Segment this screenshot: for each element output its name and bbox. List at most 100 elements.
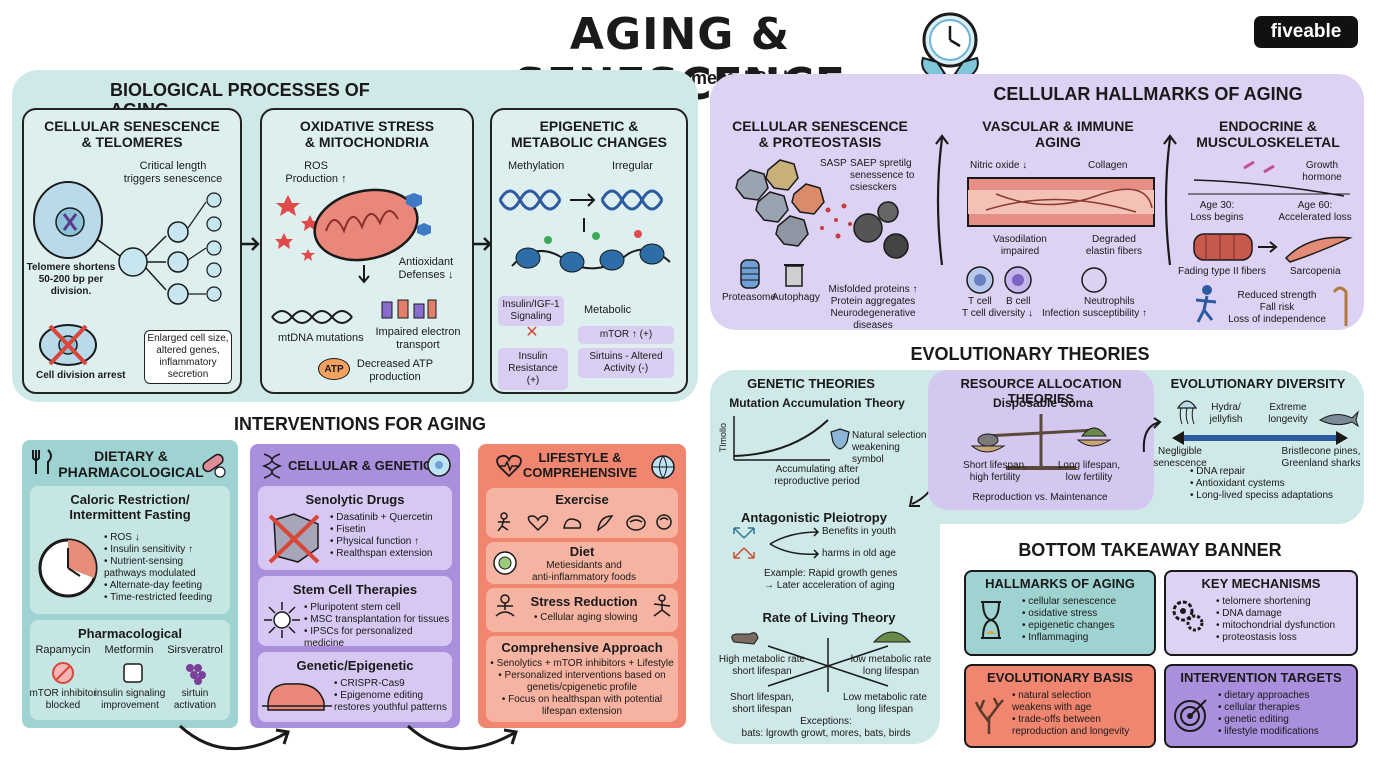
mechanism-item: telomere shortening [1216, 596, 1356, 608]
target-item: lifestyle modifications [1218, 726, 1356, 738]
arrested-cell-icon [39, 324, 97, 366]
key-mechanisms-title: KEY MECHANISMS [1201, 576, 1321, 591]
immune-cells-icon [966, 266, 1107, 294]
drug-icons [52, 662, 206, 685]
muscle-fiber-icon [1193, 233, 1353, 263]
antioxidant-label: Antioxidant Defenses ↓ [398, 256, 454, 281]
harms-old-age-label: harms in old age [822, 548, 896, 559]
hallmarks-item: Inflammaging [1022, 632, 1152, 644]
rapamycin-label: Rapamycin [35, 644, 91, 656]
senolytic-item: Realthspan extension [330, 548, 450, 560]
decreased-atp-label: Decreased ATP production [356, 358, 434, 383]
sirtuins-chip: Sirtuins - Altered Activity (-) [578, 348, 674, 378]
cr-item: Insulin sensitivity ↑ [104, 544, 230, 556]
comprehensive-item: Focus on healthspan with potential lifes… [488, 694, 676, 718]
bowl-icon [493, 551, 517, 575]
mtdna-helix-icon [271, 310, 353, 324]
mutation-accumulation-title: Mutation Accumulation Theory [729, 396, 905, 410]
target-icon [1174, 699, 1207, 732]
enlarged-cell-label: Enlarged cell size, altered genes, infla… [144, 330, 232, 384]
mitochondria-icon [275, 188, 431, 284]
hallmarks-item: epigenetic changes [1022, 620, 1152, 632]
insulin-signaling-chip: Insulin/IGF-1 Signaling [498, 296, 564, 326]
mechanism-item: mitochondrial dysfunction [1216, 620, 1356, 632]
short-fertility-label: Short lifespan, high fertility [963, 460, 1027, 483]
natural-selection-label: Natural selection weakening symbol [852, 430, 927, 465]
meditation-icon [495, 594, 515, 617]
collagen-label: Collagen [1088, 160, 1128, 171]
negligible-label: Negligible senescence [1153, 446, 1207, 469]
flow-arrow [178, 724, 290, 750]
senolytic-title: Senolytic Drugs [305, 492, 405, 507]
proteostasis-title: CELLULAR SENESCENCE & PROTEOSTASIS [732, 118, 908, 150]
senolytic-item: Physical function ↑ [330, 536, 450, 548]
age60-label: Age 60: Accelerated loss [1278, 200, 1352, 223]
ros-production-label: ROS Production ↑ [285, 160, 347, 185]
balance-scale-icon [970, 414, 1112, 470]
senolytic-list: Dasatinib + Quercetin Fisetin Physical f… [330, 512, 450, 560]
cr-item: Alternate-day feeting [104, 580, 230, 592]
cell-division-diagram [33, 181, 222, 305]
intervention-targets-title: INTERVENTION TARGETS [1180, 670, 1342, 685]
exceptions-label: Exceptions: bats: lgrowth growt, mores, … [741, 716, 911, 739]
low-long-label: Low metabolic rate long lifespan [843, 692, 927, 715]
hallmarks-item: osidative stress [1022, 608, 1152, 620]
inhibit-icon: ✕ [525, 324, 539, 341]
flow-arrow [242, 237, 260, 251]
stem-cell-item: MSC transplantation for tissues [304, 614, 454, 626]
diet-title: Diet [569, 544, 595, 559]
rate-of-living-graph [731, 631, 912, 692]
neutrophils-label: Neutrophils [1084, 296, 1135, 307]
example-label: Example: Rapid growth genes → Later acce… [764, 568, 898, 591]
shield-icon [830, 428, 850, 450]
cr-item: Time-restricted feeding [104, 592, 230, 604]
stress-title: Stress Reduction [530, 594, 638, 609]
fork-knife-icon [32, 449, 52, 474]
resveratrol-desc: sirtuin activation [173, 688, 217, 711]
falling-person-icon [1195, 285, 1217, 323]
mutation-yaxis-label: Tlmollo [718, 422, 728, 452]
rapamycin-desc: mTOR inhibitor blocked [29, 688, 97, 711]
bristlecone-label: Bristlecone pines, Greenland sharks [1281, 446, 1361, 469]
key-mechanisms-list: telomere shortening DNA damage mitochond… [1216, 596, 1356, 644]
pill-icon [202, 453, 226, 478]
evolutionary-basis-title: EVOLUTIONARY BASIS [987, 670, 1133, 685]
shark-icon [1318, 410, 1359, 428]
senescence-telomeres-title: CELLULAR SENESCENCE & TELOMERES [44, 118, 220, 150]
mtdna-mutations-label: mtDNA mutations [278, 332, 364, 344]
proteasome-icon [740, 259, 760, 289]
insulin-resistance-chip: Insulin Resistance (+) [498, 348, 568, 390]
genetic-item: CRISPR-Cas9 [334, 678, 452, 690]
flow-arrow [1142, 417, 1162, 453]
dietary-title: DIETARY & PHARMACOLOGICAL [58, 448, 204, 480]
genetic-item: Epigenome editing restores youthful patt… [334, 690, 452, 714]
sasp-desc-label: SAEP spretilg senessence to csiesckers [850, 158, 915, 193]
stem-cell-item: IPSCs for personalized medicine [304, 626, 454, 650]
senolytic-item: Dasatinib + Quercetin [330, 512, 450, 524]
reproduction-maintenance-label: Reproduction vs. Maintenance [972, 492, 1108, 503]
mechanism-item: proteostasis loss [1216, 632, 1356, 644]
target-item: dietary approaches [1218, 690, 1356, 702]
diversity-item: DNA repair [1190, 466, 1340, 478]
cellular-hallmarks-title: CELLULAR HALLMARKS OF AGING [993, 84, 1303, 104]
rate-of-living-title: Rate of Living Theory [762, 610, 896, 625]
diet-desc: Metiesidants and anti-inflammatory foods [532, 560, 636, 583]
genetic-theories-region [710, 370, 940, 744]
epigenetic-metabolic-title: EPIGENETIC & METABOLIC CHANGES [510, 118, 668, 150]
flow-arrow [406, 724, 518, 750]
flow-arrow [935, 134, 949, 266]
vascular-immune-title: VASCULAR & IMMUNE AGING [982, 118, 1134, 150]
stress-item: Cellular aging slowing [534, 612, 654, 624]
target-item: cellular therapies [1218, 702, 1356, 714]
globe-icon [651, 455, 675, 479]
hydra-label: Hydra/ jellyfish [1209, 402, 1243, 425]
hourglass-icon [981, 601, 1001, 639]
dna-methylation-icon [498, 189, 671, 273]
exercise-icons [497, 512, 672, 532]
clock-icon [38, 538, 98, 598]
pharmacological-title: Pharmacological [77, 626, 183, 641]
cr-item: Nutrient-sensing pathways modulated [104, 556, 230, 580]
double-arrow [1172, 431, 1348, 445]
cell-division-arrest-label: Cell division arrest [36, 370, 126, 381]
diversity-list: DNA repair Antioxidant cystems Long-live… [1190, 466, 1340, 502]
